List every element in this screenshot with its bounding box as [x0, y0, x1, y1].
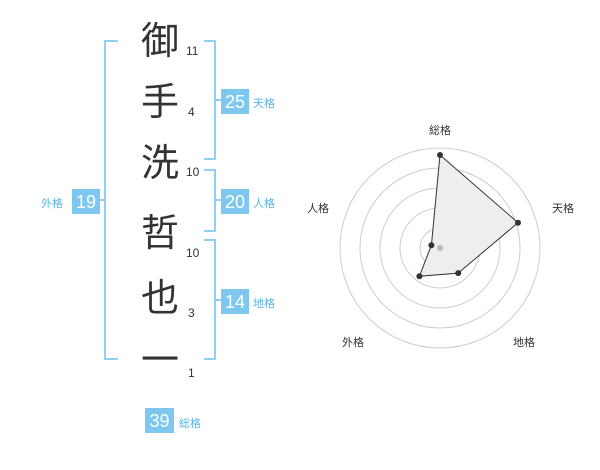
gaikaku-badge-bg	[72, 189, 100, 214]
gaikaku-bracket	[98, 40, 118, 360]
radar-polygon	[418, 153, 519, 277]
name-char-2: 手	[141, 80, 179, 124]
stroke-count-3: 10	[186, 165, 200, 179]
stroke-count-5: 3	[188, 306, 195, 320]
radar-label-jinkaku: 人格	[307, 201, 329, 215]
radar-point-1	[437, 152, 443, 158]
radar-point-3	[455, 270, 462, 277]
radar-rings	[339, 147, 541, 349]
soukaku-badge-bg	[145, 408, 174, 433]
jinkaku-bracket	[204, 169, 222, 232]
chikaku-badge: 14 地格	[221, 289, 275, 314]
tenkaku-label: 天格	[253, 96, 275, 110]
tenkaku-badge: 25 天格	[221, 89, 275, 114]
stroke-count-1: 11	[186, 44, 199, 58]
radar-point-2	[515, 219, 521, 226]
name-char-4: 哲	[141, 211, 179, 255]
chikaku-bracket	[204, 239, 222, 360]
radar-chart: 総格 天格 地格 外格 人格	[307, 123, 574, 349]
gaikaku-badge: 外格 19	[41, 189, 100, 214]
soukaku-badge: 39 総格	[145, 408, 201, 433]
gaikaku-value: 19	[76, 192, 96, 212]
tenkaku-badge-bg	[221, 89, 249, 114]
jinkaku-value: 20	[225, 192, 245, 212]
radar-points	[416, 152, 521, 280]
stroke-count-2: 4	[188, 105, 195, 119]
tenkaku-bracket	[204, 40, 222, 160]
name-char-5: 也	[141, 276, 179, 320]
soukaku-label: 総格	[179, 416, 201, 430]
name-char-3: 洗	[141, 141, 179, 185]
radar-ring-5	[339, 147, 541, 349]
tenkaku-value: 25	[225, 92, 245, 112]
radar-label-soukaku: 総格	[429, 123, 451, 137]
name-char-1: 御	[141, 19, 179, 63]
jinkaku-label: 人格	[253, 196, 275, 210]
chikaku-label: 地格	[253, 296, 275, 310]
radar-point-4	[416, 273, 423, 280]
chikaku-badge-bg	[221, 289, 249, 314]
chikaku-value: 14	[225, 292, 245, 312]
radar-label-gaikaku: 外格	[342, 335, 364, 349]
soukaku-value: 39	[149, 411, 169, 431]
radar-label-tenkaku: 天格	[552, 201, 574, 215]
jinkaku-badge: 20 人格	[221, 189, 275, 214]
radar-label-chikaku: 地格	[513, 335, 535, 349]
name-char-6: 一	[141, 338, 179, 382]
jinkaku-badge-bg	[221, 189, 249, 214]
radar-point-5	[428, 242, 435, 249]
stroke-count-4: 10	[186, 246, 200, 260]
radar-center-dot	[437, 245, 443, 251]
stroke-count-6: 1	[188, 366, 195, 380]
gaikaku-label: 外格	[41, 196, 63, 210]
